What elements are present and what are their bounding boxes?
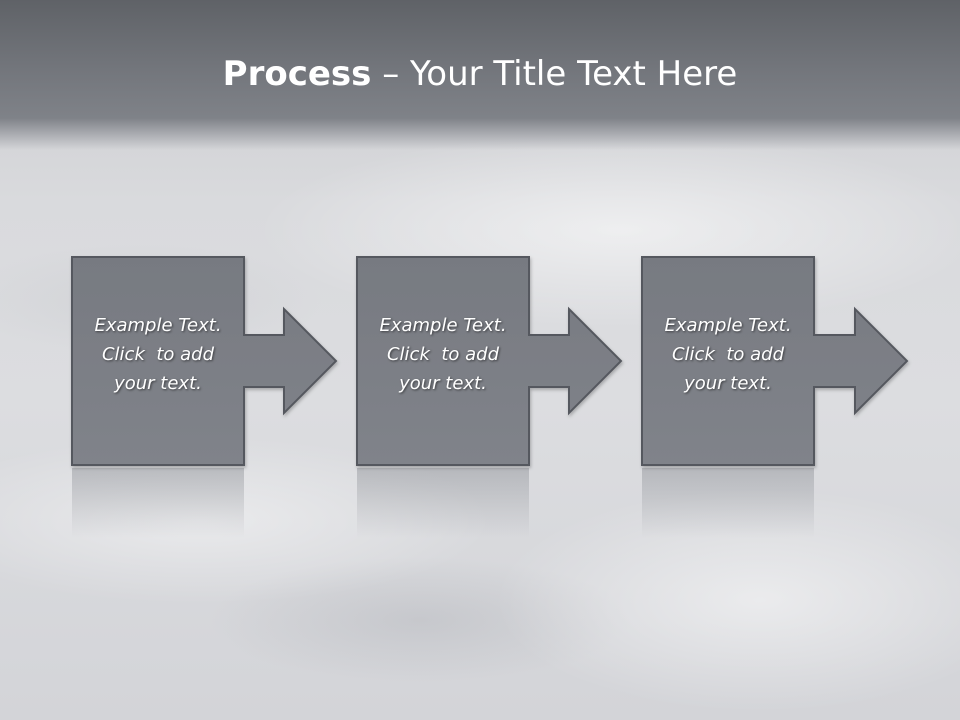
step-2-reflection [357,468,529,538]
step-1-line-2: Click to add [101,344,214,365]
slide-title[interactable]: Process – Your Title Text Here [0,52,960,96]
step-1-reflection [72,468,244,538]
step-1-arrow-shape[interactable] [71,256,338,466]
step-1-text[interactable]: Example Text. Click to add your text. [72,311,244,398]
title-rest: Your Title Text Here [410,54,738,94]
step-1-line-3: your text. [114,373,202,394]
step-3-line-3: your text. [684,373,772,394]
title-bold: Process [222,54,372,94]
step-3-reflection [642,468,814,538]
step-2-line-3: your text. [399,373,487,394]
step-2-text[interactable]: Example Text. Click to add your text. [357,311,529,398]
step-1-line-1: Example Text. [94,315,222,336]
step-2-arrow-shape[interactable] [356,256,623,466]
step-3-line-1: Example Text. [664,315,792,336]
step-2-line-2: Click to add [386,344,499,365]
step-2-line-1: Example Text. [379,315,507,336]
reflections [72,468,814,538]
step-3-line-2: Click to add [671,344,784,365]
step-3-text[interactable]: Example Text. Click to add your text. [642,311,814,398]
step-3-arrow-shape[interactable] [641,256,909,466]
title-bar [0,0,960,150]
title-separator: – [371,54,411,94]
